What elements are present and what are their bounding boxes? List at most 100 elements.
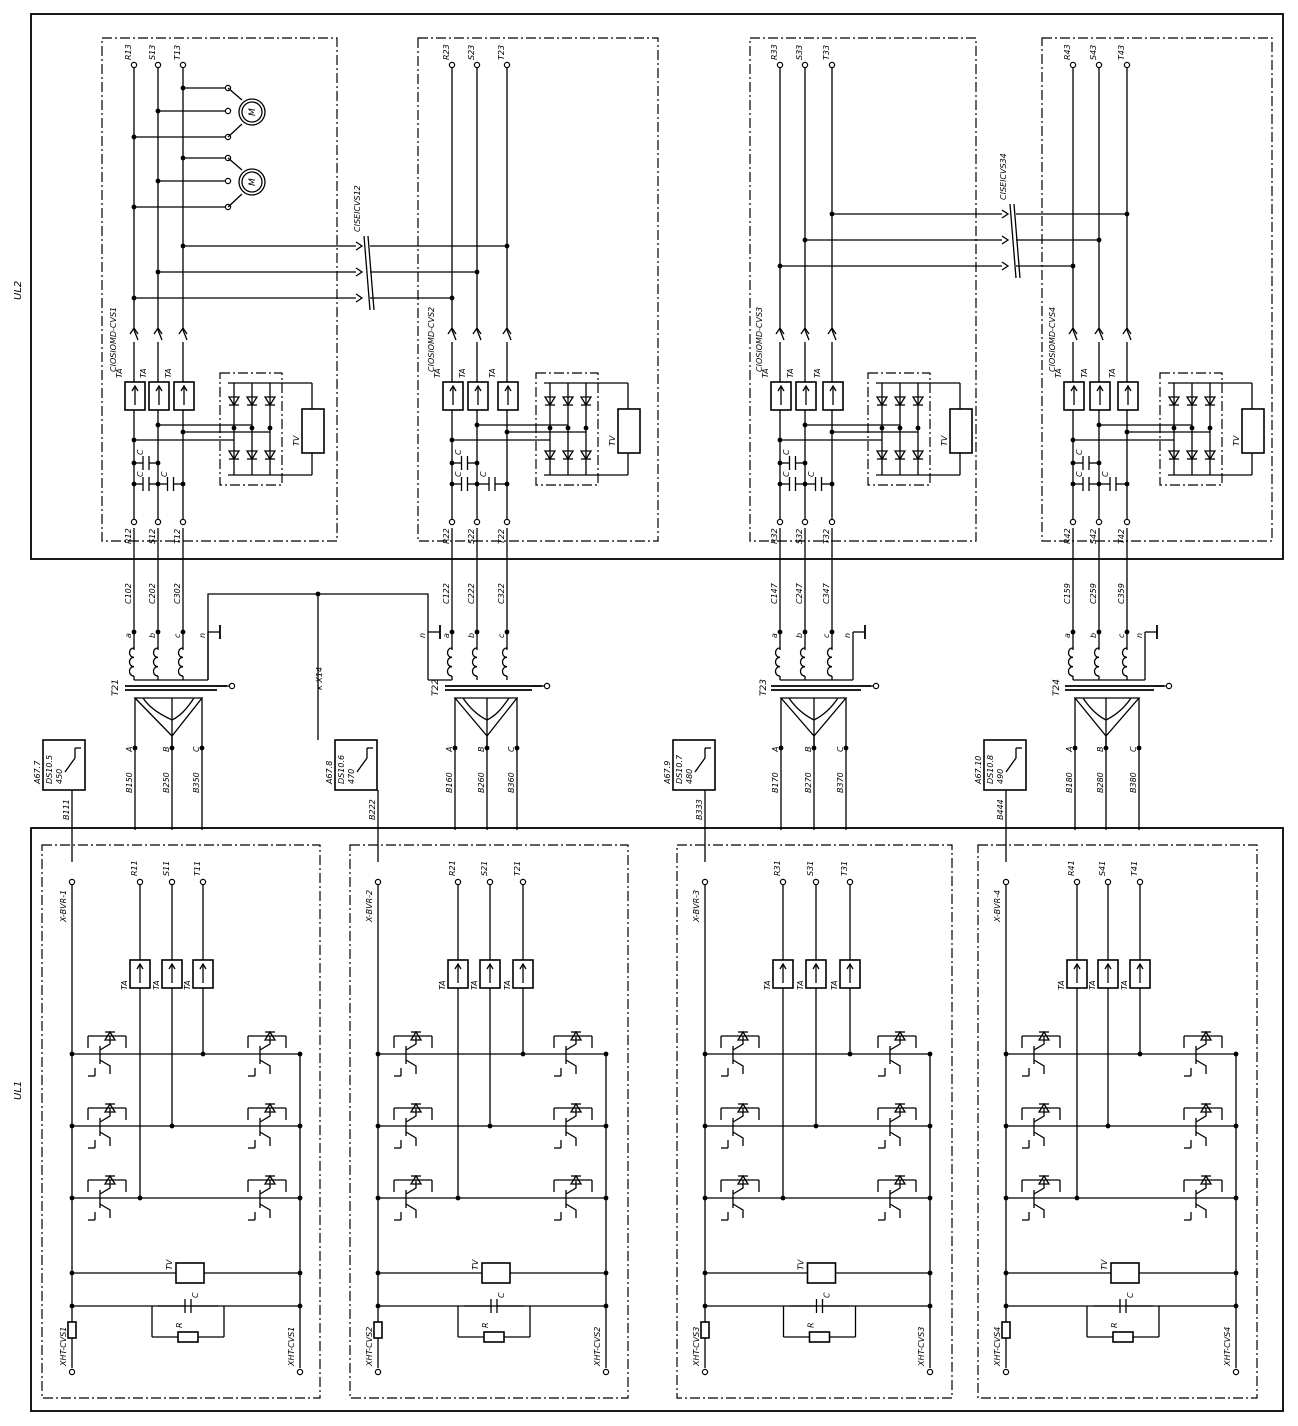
connector-pin (355, 241, 364, 251)
current-sensor-label: TA (115, 368, 124, 378)
wire (1033, 1180, 1045, 1195)
wire (1033, 1203, 1045, 1218)
fuse (700, 1321, 710, 1339)
winding-label: b (467, 633, 476, 638)
junction-dot (180, 243, 186, 249)
winding-label: a (442, 633, 451, 638)
bottom-terminal-label: R32 (770, 528, 779, 544)
junction-dot (375, 1195, 381, 1201)
wire (732, 1180, 744, 1195)
winding-label: b (795, 633, 804, 638)
secondary-wire-label: C359 (1117, 583, 1126, 604)
terminal-label: S21 (480, 861, 489, 876)
terminal-circle (776, 61, 784, 69)
junction-dot (297, 1270, 303, 1276)
junction-dot (847, 1051, 853, 1057)
wire (99, 1108, 111, 1123)
dc-terminal-label: XHT-CVS4 (993, 1327, 1002, 1367)
junction-dot (1233, 1195, 1239, 1201)
terminal-circle (228, 682, 236, 690)
junction-dot (802, 629, 808, 635)
primary-triangle (453, 697, 519, 738)
upper-unit-4: R43R42TAS43S42TAT43T42TACIOSIOMD-CVS4TVC… (1041, 37, 1273, 544)
sensor-arrow (136, 962, 144, 970)
junction-dot (1096, 460, 1102, 466)
switch-ref: A67.9 (663, 761, 672, 785)
top-terminal-label: S13 (148, 45, 157, 60)
wire (476, 329, 482, 341)
terminal-circle (68, 1368, 76, 1376)
primary-triangle (133, 697, 204, 737)
winding-label: a (1063, 633, 1072, 638)
primary-wire-label: B380 (1129, 772, 1138, 793)
primary-phase-label: C (192, 746, 201, 752)
capacitor-label: C (160, 471, 169, 477)
primary-coil (1082, 697, 1107, 721)
terminal-circle (199, 878, 207, 886)
connector-pin (178, 326, 188, 335)
diode (263, 396, 277, 407)
resistor-label: R (807, 1322, 816, 1328)
terminal-circle (602, 1368, 610, 1376)
transformer-coil (826, 647, 833, 677)
motor-group: MM (131, 84, 266, 211)
junction-dot (297, 1303, 303, 1309)
junction-dot (155, 629, 161, 635)
junction-dot (603, 1270, 609, 1276)
primary-phase-label: C (1129, 746, 1138, 752)
primary-coil (462, 697, 488, 721)
junction-dot (1070, 460, 1076, 466)
terminal-circle (828, 518, 836, 526)
terminal-circle (136, 878, 144, 886)
terminal-circle (1123, 518, 1131, 526)
transformer-label: T24 (1052, 679, 1062, 696)
wire (259, 1059, 271, 1074)
secondary-wire-label: C222 (467, 583, 476, 604)
terminal-circle (448, 61, 456, 69)
junction-dot (1096, 422, 1102, 428)
junction-dot (927, 1195, 933, 1201)
wire (259, 1131, 271, 1146)
wire (405, 1203, 417, 1218)
upper-unit-1: R13R12TAS13S12TAT13T12TACIOSIOMD-CVS1TVC… (101, 37, 338, 544)
junction-dot (449, 295, 455, 301)
igbt-switch (877, 1174, 917, 1221)
junction-dot (802, 422, 808, 428)
diode (227, 396, 241, 407)
junction-dot (180, 629, 186, 635)
igbt-switch (1183, 1102, 1223, 1149)
winding-label: n (843, 633, 852, 638)
terminal-circle (701, 878, 709, 886)
rectifier-bridge (867, 372, 973, 486)
junction-dot (583, 425, 589, 431)
primary-coil (486, 697, 510, 721)
voltage-sensor-label: TV (797, 1259, 806, 1270)
capacitor-label: C (454, 471, 463, 477)
primary-phase-label: A (445, 747, 454, 753)
rectifier-outline (1159, 372, 1223, 486)
primary-phase-label: B (804, 747, 813, 753)
terminal-circle (224, 107, 232, 115)
rectifier-bridge (1159, 372, 1265, 486)
switch-wire: B444 (996, 799, 1005, 820)
switch-number: 450 (55, 769, 64, 784)
wire (367, 235, 375, 311)
connector-pin (1001, 261, 1010, 271)
transformer-coil (177, 647, 184, 677)
wire (157, 329, 163, 341)
diode (245, 450, 259, 461)
junction-dot (1003, 1303, 1009, 1309)
switch-wire: B111 (62, 799, 71, 820)
wire (227, 193, 243, 208)
terminal-circle (224, 177, 232, 185)
capacitor-label: C (1101, 471, 1110, 477)
top-terminal-label: T33 (822, 45, 831, 60)
wire (565, 1108, 577, 1123)
current-sensor-label: TA (458, 368, 467, 378)
wire (1033, 1108, 1045, 1123)
junction-dot (200, 1051, 206, 1057)
top-terminal-label: T13 (173, 45, 182, 60)
transformer-coil (128, 647, 135, 677)
terminal-circle (1073, 878, 1081, 886)
